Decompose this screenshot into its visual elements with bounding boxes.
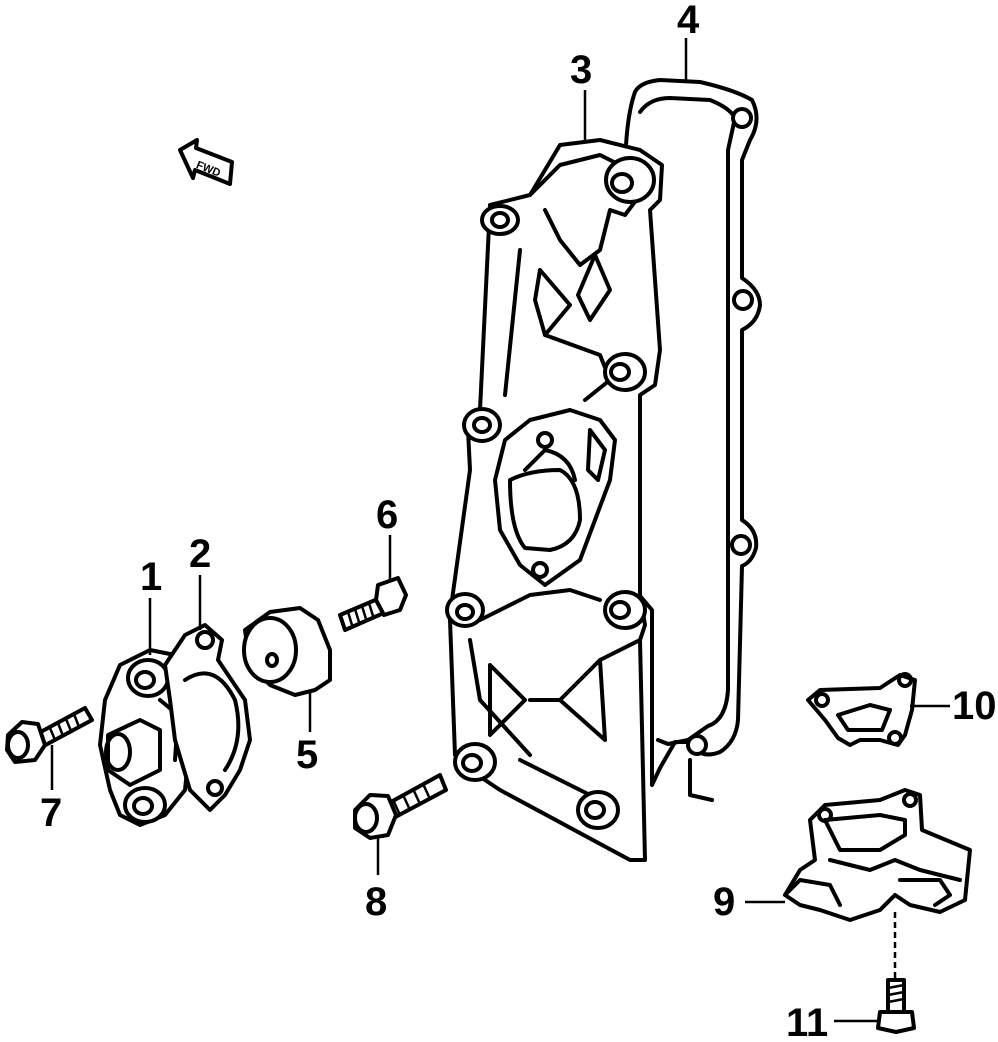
cover-gasket <box>163 623 252 812</box>
callouts: 1 2 3 4 5 6 7 8 9 10 11 <box>40 0 997 1042</box>
callout-8: 8 <box>365 880 387 924</box>
forward-arrow-icon: FWD <box>178 138 234 186</box>
bolt-8 <box>353 773 448 840</box>
callout-4: 4 <box>677 0 700 42</box>
callout-6: 6 <box>376 493 398 537</box>
bolt-6 <box>338 576 408 632</box>
manifold-gasket <box>623 78 762 802</box>
callout-1: 1 <box>140 555 162 599</box>
callout-3: 3 <box>570 48 592 92</box>
manifold-cover <box>445 138 664 862</box>
callout-10: 10 <box>952 684 997 728</box>
callout-2: 2 <box>189 532 211 576</box>
bolt-11 <box>876 978 916 1034</box>
callout-11: 11 <box>786 1001 828 1037</box>
leader-lines <box>50 38 950 1023</box>
bolt-7 <box>5 706 94 764</box>
cylinder-cap <box>242 606 332 697</box>
callout-9: 9 <box>713 880 735 924</box>
callout-7: 7 <box>40 791 62 835</box>
small-gasket <box>806 672 917 747</box>
callout-5: 5 <box>296 733 318 777</box>
outlet-elbow <box>783 788 972 922</box>
